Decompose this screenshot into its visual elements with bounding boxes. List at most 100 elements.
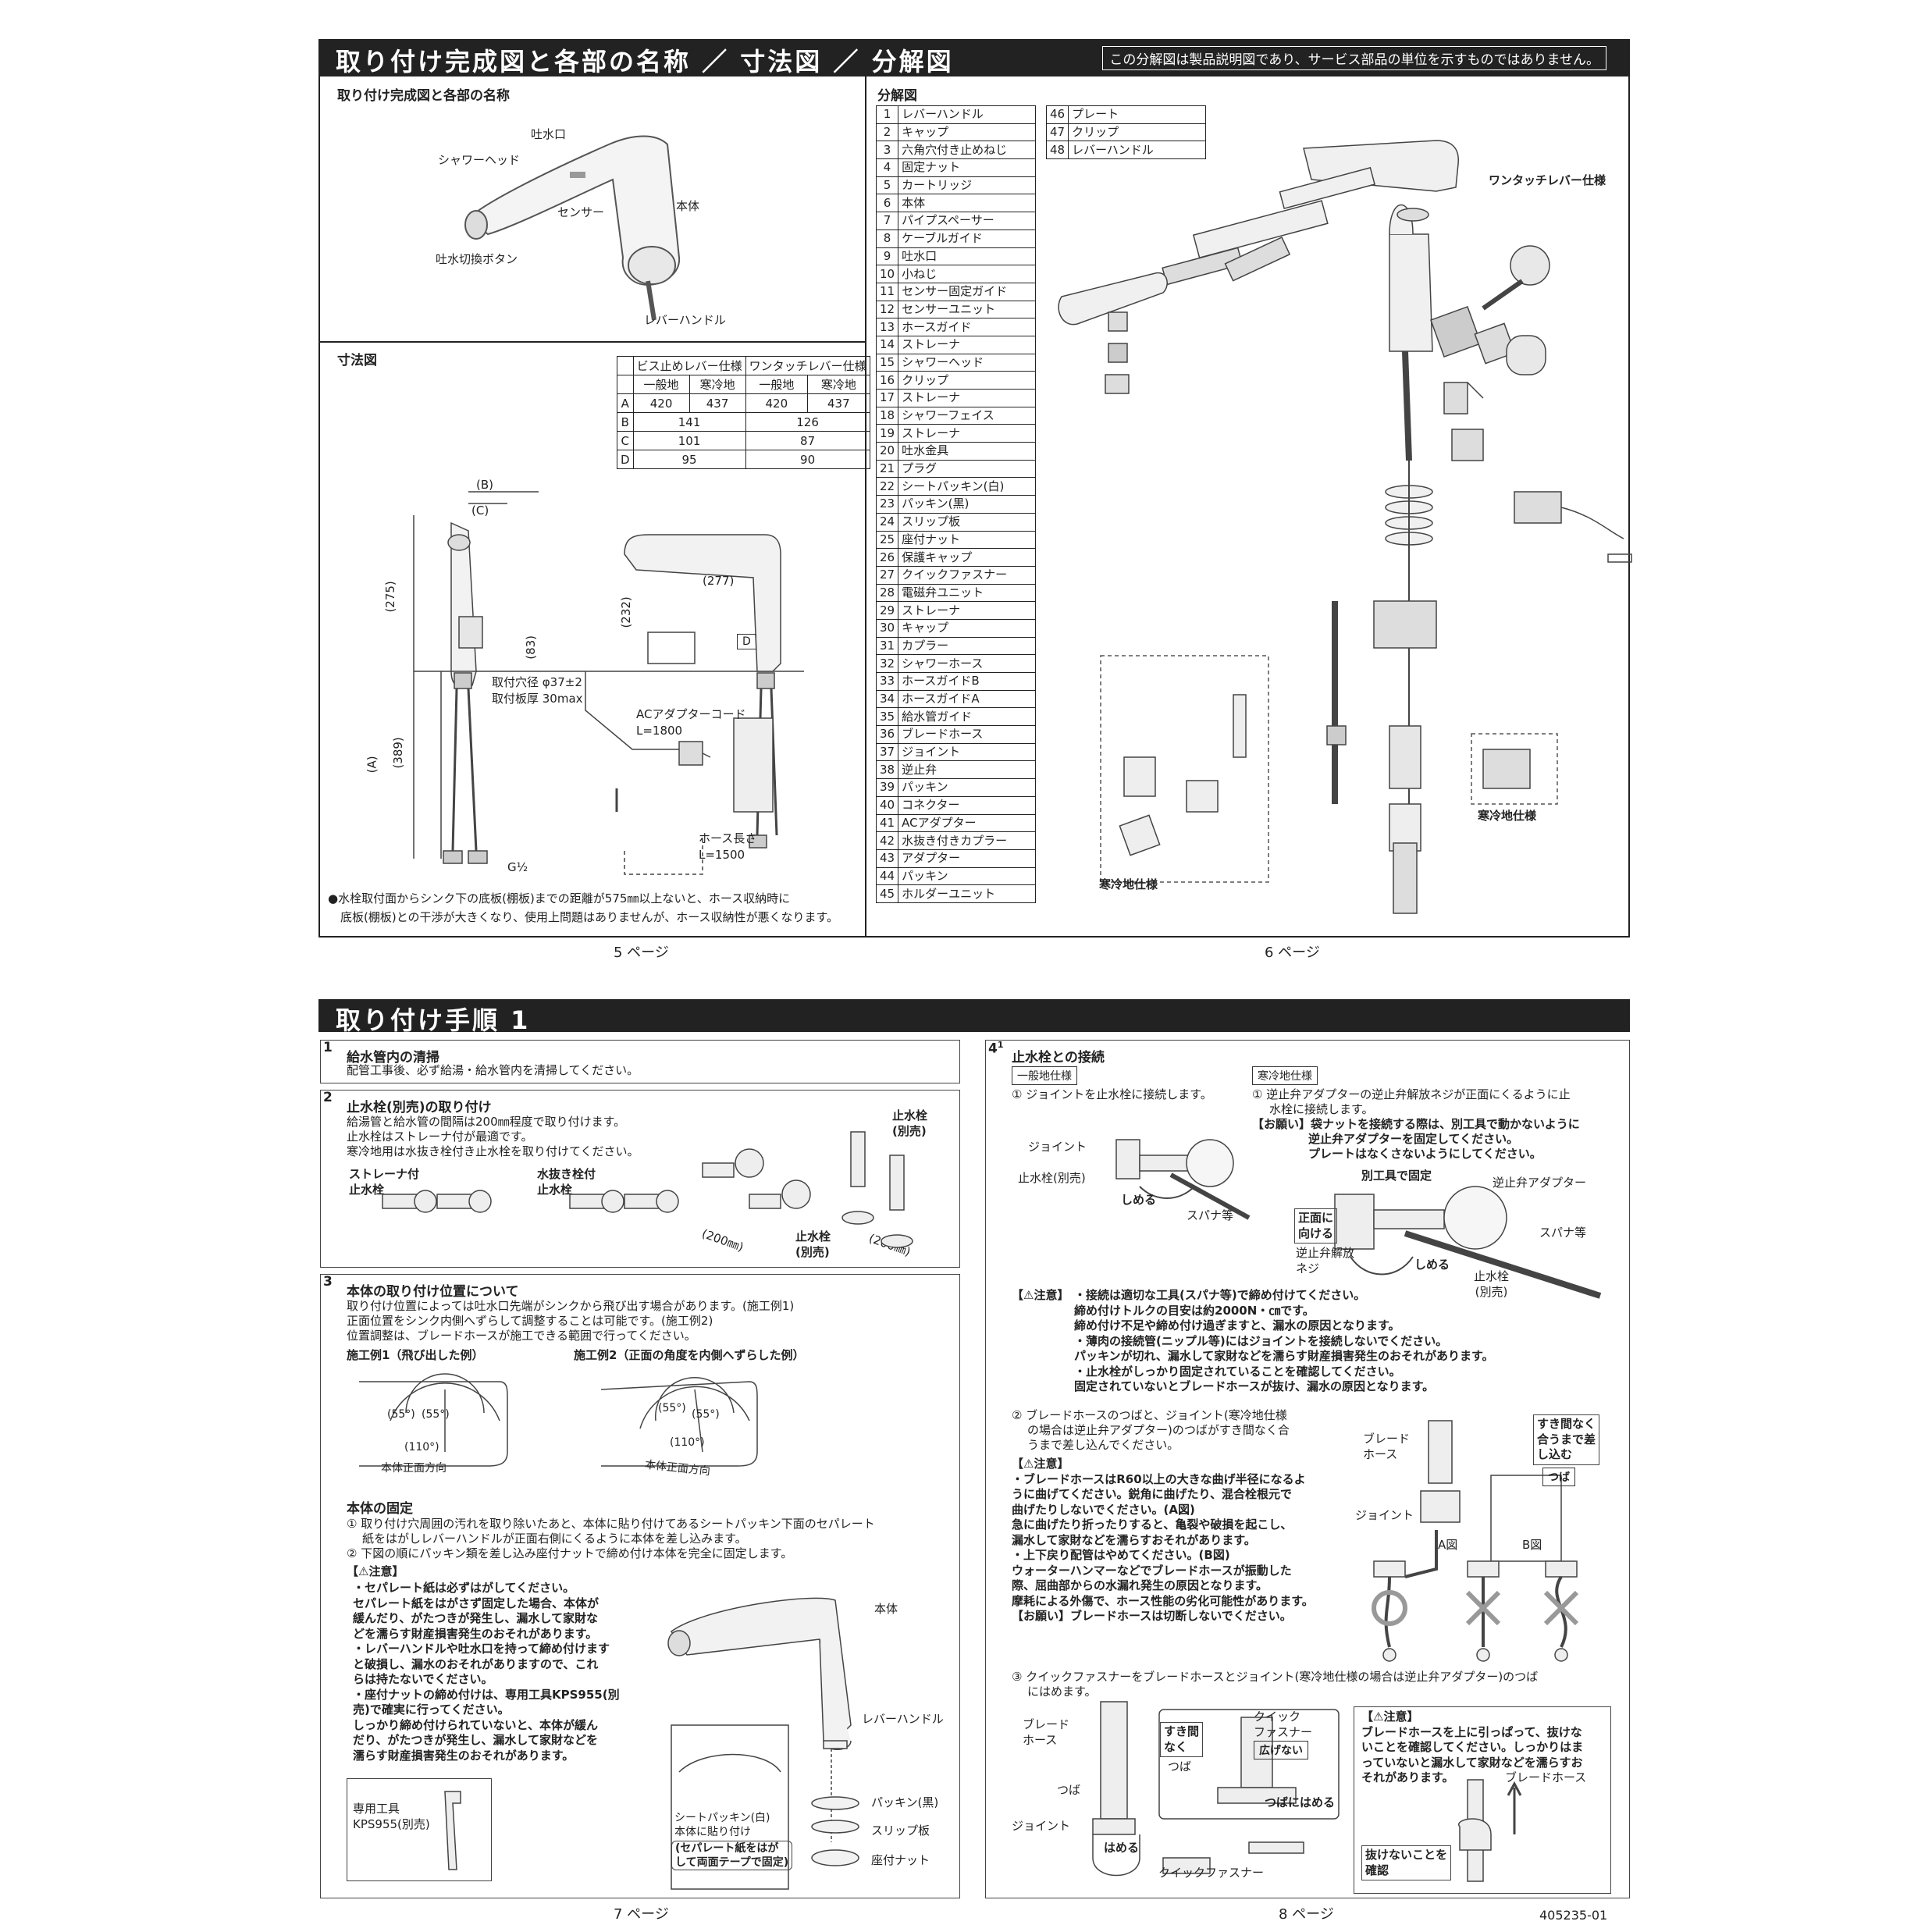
step-4-tsuba-3: つば xyxy=(1057,1783,1081,1797)
text-line: らは持たないでください。 xyxy=(353,1672,493,1686)
step-4-check-adapter: 逆止弁アダプター xyxy=(1493,1176,1587,1190)
part-number: 6 xyxy=(875,194,899,213)
part-name: ケーブルガイド xyxy=(898,229,1037,248)
step-4-tighten: しめる xyxy=(1121,1193,1157,1207)
part-number: 26 xyxy=(875,548,899,567)
text-line: 固定されていないとブレードホースが抜け、漏水の原因となります。 xyxy=(1074,1379,1435,1393)
dim-label-275: (275) xyxy=(382,581,397,613)
step-3-box xyxy=(320,1274,960,1898)
step-4-joint-2: ジョイント xyxy=(1355,1508,1414,1522)
text-line: ・セパレート紙は必ずはがしてください。 xyxy=(353,1581,575,1595)
step-4-request-1c: プレートはなくさないようにしてください。 xyxy=(1308,1147,1542,1161)
step-4-p2a: ② ブレードホースのつばと、ジョイント(寒冷地仕様 xyxy=(1012,1408,1287,1422)
text-line: と破損し、漏水のおそれがありますので、これ xyxy=(353,1656,599,1671)
part-name: ブレードホース xyxy=(898,725,1037,744)
part-name: 給水管ガイド xyxy=(898,707,1037,727)
part-name: 吐水口 xyxy=(898,247,1037,266)
text-line: 緩んだり、がたつきが発生し、漏水して家財な xyxy=(353,1611,598,1625)
part-number: 44 xyxy=(875,866,899,886)
dimension-drawing xyxy=(413,491,804,875)
dim-footnote-1: ●水栓取付面からシンク下の底板(棚板)までの距離が575㎜以上ないと、ホース収納… xyxy=(328,891,791,906)
step-4-cold-1a: ① 逆止弁アダプターの逆止弁解放ネジが正面にくるように止 xyxy=(1252,1087,1571,1101)
step-2-number: 2 xyxy=(323,1090,333,1105)
text-line: ・薄肉の接続管(ニップル等)にはジョイントを接続しないでください。 xyxy=(1074,1333,1448,1348)
step-3-fix-2: ② 下図の順にパッキン類を差し込み座付ナットで締め付け本体を完全に固定します。 xyxy=(347,1546,793,1560)
step-2-strainer-label: ストレーナ付 止水栓 xyxy=(349,1167,420,1197)
part-name: 水抜き付きカプラー xyxy=(898,831,1037,850)
text-line: 漏水して家財などを濡らすおそれがあります。 xyxy=(1012,1532,1256,1547)
part-name: シートパッキン(白) xyxy=(898,477,1037,496)
part-number: 17 xyxy=(875,389,899,407)
text-line: いことを確認してください。しっかりはま xyxy=(1361,1740,1584,1754)
step-4-fit: つばにはめる xyxy=(1265,1795,1336,1809)
text-line: 【⚠注意】 xyxy=(1361,1710,1419,1724)
step-4-general-tag: 一般地仕様 xyxy=(1012,1066,1077,1085)
part-number: 15 xyxy=(875,353,899,372)
step-4-fig-a: A図 xyxy=(1438,1538,1458,1552)
step-4-request-1a: 【お願い】袋ナットを接続する際は、別工具で動かないように xyxy=(1252,1117,1580,1131)
part-name: カプラー xyxy=(898,636,1037,656)
exploded-cold-label-2: 寒冷地仕様 xyxy=(1478,809,1537,823)
part-number: 12 xyxy=(875,300,899,319)
part-number: 14 xyxy=(875,335,899,354)
dim-label-d: D xyxy=(737,634,756,649)
step-2-line-3: 寒冷地用は水抜き栓付き止水栓を取り付けてください。 xyxy=(347,1144,639,1158)
text-line: ・ブレードホースはR60以上の大きな曲げ半径になるよ xyxy=(1012,1471,1306,1486)
step-1-number: 1 xyxy=(323,1040,333,1055)
step-4-p2c: うまで差し込んでください。 xyxy=(1027,1438,1179,1452)
dim-plate: 取付板厚 30max xyxy=(492,692,583,706)
part-name: 電磁弁ユニット xyxy=(898,583,1037,603)
step-1-text: 配管工事後、必ず給湯・給水管内を清掃してください。 xyxy=(347,1063,639,1077)
part-number: 41 xyxy=(875,813,899,833)
part-name: ストレーナ xyxy=(898,335,1037,354)
step-3-caution-head: 【⚠注意】 xyxy=(347,1564,404,1578)
part-name: ホースガイドA xyxy=(898,689,1037,709)
part-number: 32 xyxy=(875,654,899,673)
step-3-angle-diagrams xyxy=(359,1373,758,1467)
step-3-line-2: 正面位置をシンク内側へずらして調整することは可能です。(施工例2) xyxy=(347,1314,713,1328)
text-line: ・レバーハンドルや吐水口を持って締め付けます xyxy=(353,1642,610,1656)
step-2-valve-label-a: 止水栓 (別売) xyxy=(892,1108,928,1138)
part-name: スリップ板 xyxy=(898,512,1037,532)
part-name: プレート xyxy=(1068,105,1207,124)
dim-label-b: (B) xyxy=(476,478,493,492)
part-name: プラグ xyxy=(898,459,1037,479)
text-line: 【お願い】ブレードホースは切断しないでください。 xyxy=(1012,1609,1292,1623)
step-4-box xyxy=(985,1040,1630,1898)
part-name: アダプター xyxy=(898,849,1037,868)
step-4-p2b: の場合は逆止弁アダプター)のつばがすき間なく合 xyxy=(1027,1423,1290,1437)
step-3-body-illustration xyxy=(667,1597,859,1890)
part-name: レバーハンドル xyxy=(1068,141,1207,160)
part-name: ACアダプター xyxy=(898,813,1037,833)
label-sensor: センサー xyxy=(557,205,605,219)
text-line: セパレート紙をはがさず固定した場合、本体が xyxy=(353,1596,600,1610)
part-name: カートリッジ xyxy=(898,176,1037,195)
step-3-number: 3 xyxy=(323,1274,333,1290)
page-5-label: 5 ページ xyxy=(614,945,669,961)
text-line: 【⚠注意】 xyxy=(1012,1457,1069,1471)
part-number: 11 xyxy=(875,282,899,301)
part-number: 47 xyxy=(1045,123,1069,142)
step-4-number: 41 xyxy=(988,1040,1004,1057)
step-3-title: 本体の取り付け位置について xyxy=(347,1284,519,1300)
dim-label-c: (C) xyxy=(471,503,489,518)
faucet-assembly-illustration xyxy=(464,135,681,321)
part-number: 24 xyxy=(875,512,899,532)
text-line: 濡らす財産損害発生のおそれがあります。 xyxy=(353,1748,575,1763)
part-name: シャワーホース xyxy=(898,654,1037,673)
